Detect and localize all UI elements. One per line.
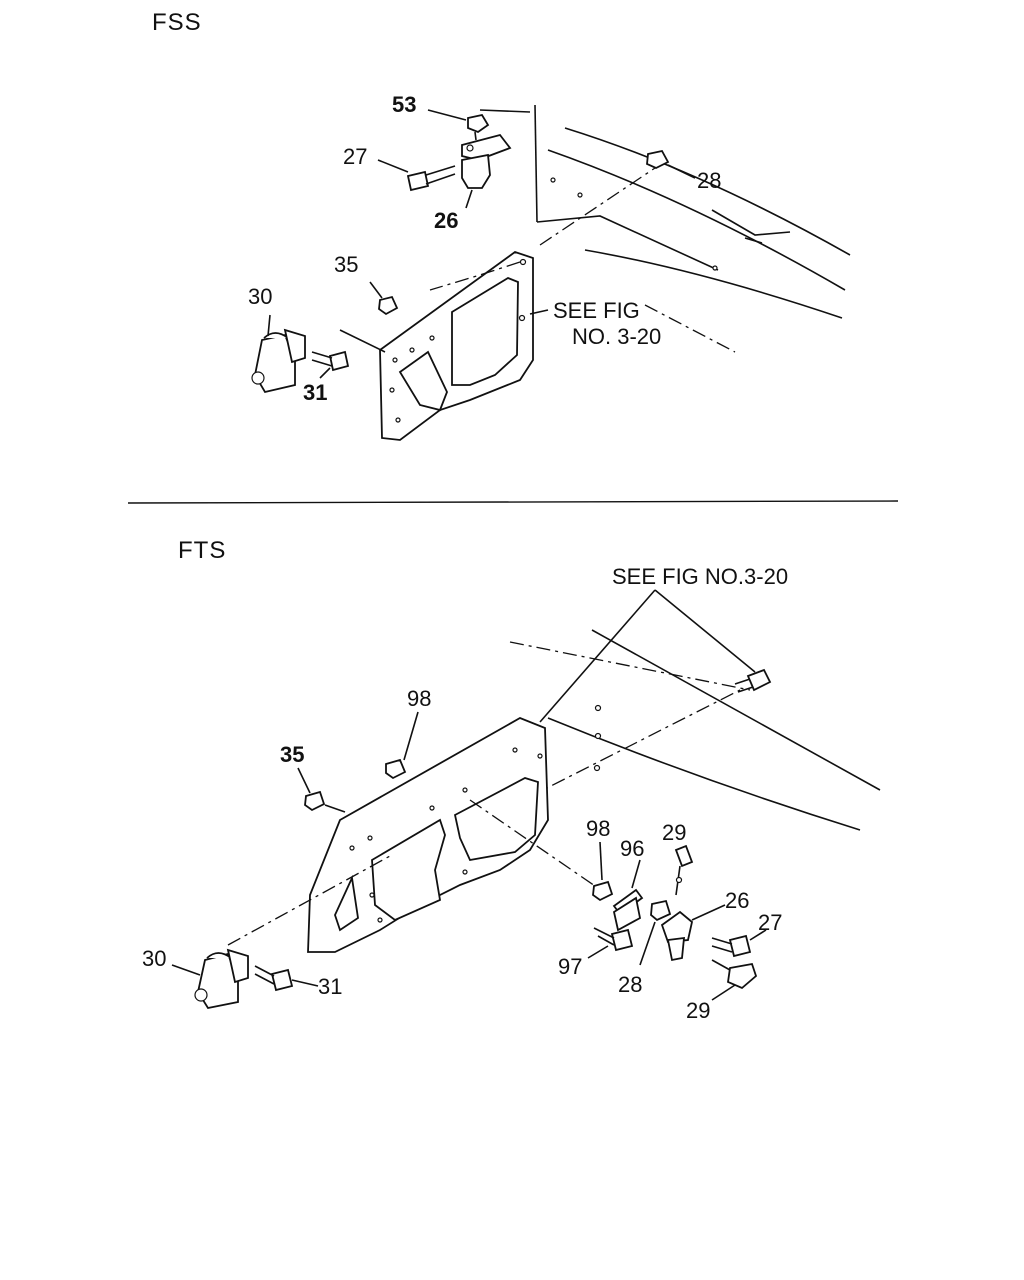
fss-label-30: 30 <box>248 284 272 309</box>
fts-label-29-top: 29 <box>662 820 686 845</box>
fts-part-27-bolt <box>711 929 767 958</box>
fts-label-35: 35 <box>280 742 304 767</box>
section-divider <box>127 500 899 504</box>
fts-see-fig: SEE FIG NO.3-20 <box>612 564 788 589</box>
fts-label-29-bottom: 29 <box>686 998 710 1023</box>
fss-label-28: 28 <box>697 168 721 193</box>
fss-part-28-nut <box>646 149 696 179</box>
fts-label-98-bottom: 98 <box>586 816 610 841</box>
fts-label-97: 97 <box>558 954 582 979</box>
fss-see-fig-leader <box>529 309 549 315</box>
fts-label-96: 96 <box>620 836 644 861</box>
fts-part-31-bolt <box>254 965 319 992</box>
fts-label-26: 26 <box>725 888 749 913</box>
fts-label-28: 28 <box>618 972 642 997</box>
fts-part-98-nut-top <box>385 711 419 780</box>
fts-title: FTS <box>178 537 226 564</box>
fss-label-26: 26 <box>434 208 458 233</box>
fts-part-98-nut-bottom <box>469 799 614 902</box>
fss-part-30-valve <box>251 314 306 394</box>
fss-label-35: 35 <box>334 252 358 277</box>
fss-label-31: 31 <box>303 380 327 405</box>
fts-part-26-valve <box>660 904 726 962</box>
fts-part-96-clip <box>612 859 644 932</box>
fts-label-27: 27 <box>758 910 782 935</box>
fss-part-53-fitting <box>427 109 490 141</box>
fss-part-31-bolt <box>311 350 350 379</box>
fss-frame-rail <box>534 104 851 353</box>
fss-part-35-nut <box>369 281 399 316</box>
fss-part-27-bolt <box>377 159 456 192</box>
fts-part-97-bolt <box>587 927 634 959</box>
fts-part-30-valve <box>171 855 391 1010</box>
fts-bracket-plate <box>307 717 549 953</box>
fts-top-bolt <box>734 668 772 693</box>
fss-see-fig-line1: SEE FIG <box>553 298 640 323</box>
fts-part-35-nut <box>297 767 326 812</box>
fss-part-26-valve <box>461 109 531 209</box>
fss-title: FSS <box>152 9 202 36</box>
fss-bracket-plate <box>339 250 534 441</box>
fss-label-53: 53 <box>392 92 416 117</box>
fss-label-27: 27 <box>343 144 367 169</box>
fts-see-fig-leaders <box>539 589 756 723</box>
fss-see-fig-line2: NO. 3-20 <box>572 324 661 349</box>
fts-label-98-top: 98 <box>407 686 431 711</box>
fts-part-29-fitting-bottom <box>711 959 758 1001</box>
fts-section: FTS <box>142 537 881 1023</box>
fts-label-31: 31 <box>318 974 342 999</box>
fss-section: FSS <box>152 9 851 441</box>
fts-part-29-fitting-top <box>674 844 694 896</box>
fts-part-28-nut <box>639 899 672 966</box>
fts-label-30: 30 <box>142 946 166 971</box>
